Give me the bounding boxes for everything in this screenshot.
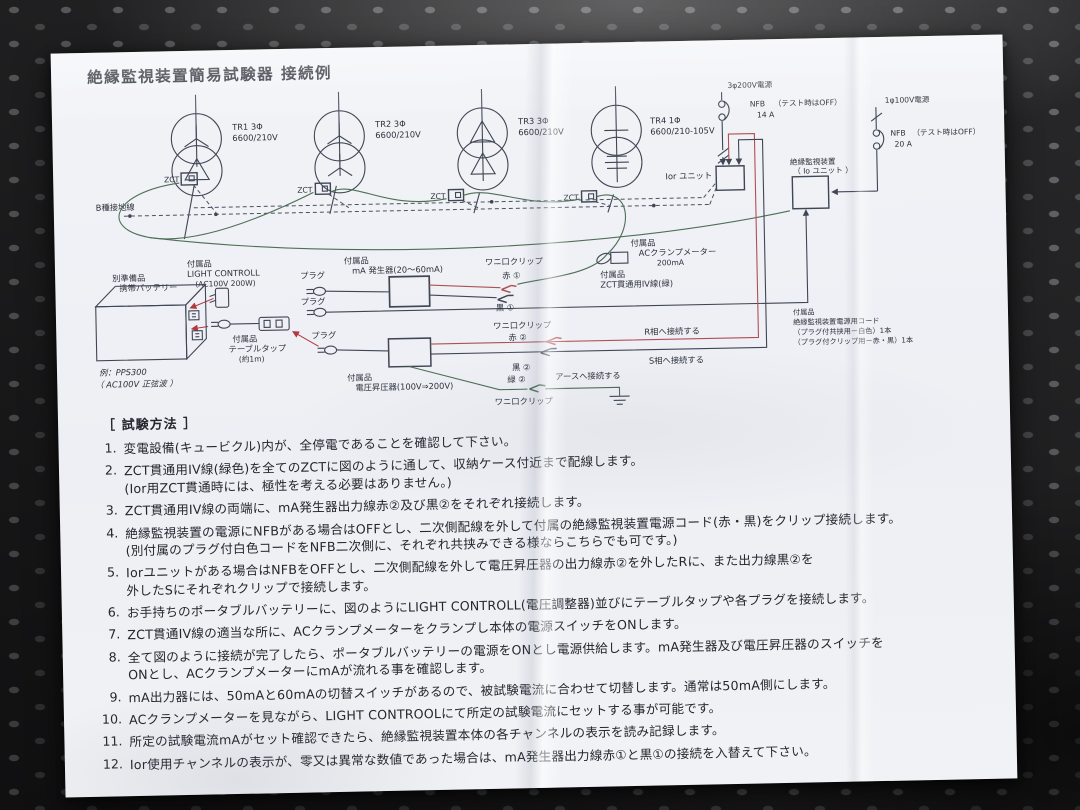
earth-note: アースへ接続する — [555, 370, 621, 381]
plug1-label: プラグ — [300, 270, 325, 280]
plug3-label: プラグ — [311, 330, 336, 340]
light-control: 付属品 LIGHT CONTROLL (AC100V 200W) — [187, 258, 260, 309]
booster-name: 電圧昇圧器(100V⇒200V) — [355, 381, 453, 393]
voltage-booster: プラグ 付属品 電圧昇圧器(100V⇒200V) — [311, 330, 453, 393]
tap-spec: (約1m) — [239, 353, 265, 364]
clips2-red: 赤 ② — [508, 332, 527, 342]
clamp-meter-icon — [596, 252, 612, 265]
clips1-red: 赤 ① — [502, 270, 521, 280]
ior-unit: Ior ユニット — [665, 165, 746, 192]
clip-red-1 — [501, 284, 517, 294]
plug2-icon — [306, 307, 327, 317]
transformer-tr3: TR3 3Φ 6600/210V — [456, 107, 564, 191]
transformer-tr1: TR1 3Φ 6600/210V — [170, 113, 278, 197]
power-cord-line3: （プラグ付クリップ用－赤・黒）1本 — [793, 335, 913, 346]
plug2-label: プラグ — [301, 296, 326, 306]
tr4-rating: 6600/210-105V — [650, 125, 715, 136]
tap-name: テーブルタップ — [228, 343, 286, 354]
ma-generator: 付属品 mA 発生器(20～60mA) プラグ ワニ口クリップ 赤 ① 黒 ① — [300, 255, 544, 312]
power-cord-note: 付属品 絶縁監視装置電源用コード （プラグ付共挟用－白色）1本 （プラグ付クリッ… — [793, 307, 913, 346]
plug3-icon — [317, 345, 389, 355]
supply-1phase: 1φ100V電源 NFB （テスト時はOFF） 20 A — [831, 95, 980, 196]
table-tap-icon — [258, 316, 290, 332]
tap-plug-icon — [211, 319, 260, 329]
battery-example: 例：PPS300 — [99, 367, 147, 378]
tr3-rating: 6600/210V — [518, 126, 564, 137]
ma-gen-tag: 付属品 — [344, 255, 369, 265]
nfb1-note: （テスト時はOFF） — [774, 98, 842, 108]
clips1-label: ワニ口クリップ — [485, 256, 544, 267]
plug2: プラグ — [301, 296, 327, 317]
iv-wire-tag: 付属品 — [600, 269, 625, 279]
supply-3phase: 3φ200V電源 NFB （テスト時はOFF） 14 A — [717, 80, 842, 166]
connect-r-note: R相へ接続する — [644, 326, 700, 337]
clamp-tag: 付属品 — [630, 238, 655, 248]
zct-sensors: ZCT ZCT ZCT ZCT — [164, 171, 598, 203]
battery-tag: 別準備品 — [112, 273, 145, 284]
tr1-label: TR1 3Φ — [231, 121, 263, 132]
tr2-rating: 6600/210V — [375, 129, 421, 140]
white-power-cord — [325, 209, 810, 313]
battery-spec: （ AC100V 正弦波 ） — [95, 378, 178, 390]
clips2-black: 黒 ② — [512, 362, 531, 372]
io-unit-label2: （ Io ユニット ） — [793, 166, 853, 176]
tap-tag: 付属品 — [232, 334, 257, 344]
clamp-name: ACクランプメーター — [639, 246, 717, 258]
test-procedure: ［ 試験方法 ］ 1.変電設備(キュービクル)内が、全停電であることを確認して下… — [88, 397, 1003, 779]
plug1-icon — [306, 286, 390, 296]
booster-icon — [387, 337, 432, 368]
transformer-tr2: TR2 3Φ 6600/210V — [313, 110, 421, 194]
clips2-green: 緑 ② — [507, 374, 526, 384]
light-control-icon — [214, 287, 230, 308]
clips1-black: 黒 ① — [496, 302, 515, 312]
ground-bus-label: B種接地線 — [96, 202, 135, 213]
tr3-label: TR3 3Φ — [517, 116, 549, 127]
ior-unit-label: Ior ユニット — [665, 170, 712, 181]
power-cord-tag: 付属品 — [793, 307, 815, 316]
power-cord-line1: 絶縁監視装置電源用コード — [793, 316, 879, 327]
nfb2-label: NFB — [890, 128, 905, 137]
battery-name: 携帯バッテリー — [119, 282, 177, 293]
nfb2-note: （テスト時はOFF） — [912, 127, 980, 137]
feeder-lines — [183, 86, 618, 240]
io-unit: 絶縁監視装置 （ Io ユニット ） — [790, 156, 853, 210]
iv-wire-name: ZCT貫通用IV線(緑) — [600, 278, 673, 289]
light-control-tag: 付属品 — [187, 258, 212, 268]
clamp-meter: 付属品 ACクランプメーター 200mA 付属品 ZCT貫通用IV線(緑) — [596, 238, 717, 290]
clips2-label: ワニ口クリップ — [493, 320, 552, 331]
ground-bus: B種接地線 — [96, 181, 717, 218]
tr4-label: TR4 1Φ — [649, 115, 681, 126]
booster-tag: 付属品 — [347, 372, 372, 382]
supply-3p-label: 3φ200V電源 — [727, 80, 772, 90]
nfb2-rating: 20 A — [895, 139, 913, 148]
instruction-sheet: 絶縁監視装置簡易試験器 接続例 — [50, 34, 1018, 798]
portable-battery: 別準備品 携帯バッテリー 例：PPS300 （ AC100V 正弦波 ） — [94, 273, 207, 390]
table-tap: 付属品 テーブルタップ (約1m) — [190, 316, 319, 364]
tr2-label: TR2 3Φ — [374, 119, 406, 130]
supply-1p-label: 1φ100V電源 — [885, 95, 930, 105]
light-control-name: LIGHT CONTROLL — [187, 267, 260, 278]
clamp-spec: 200mA — [657, 258, 685, 268]
connect-s-note: S相へ接続する — [649, 355, 704, 366]
tr1-rating: 6600/210V — [232, 132, 278, 143]
light-control-spec: (AC100V 200W) — [195, 279, 256, 289]
nfb1-rating: 14 A — [757, 110, 775, 119]
ma-gen-name: mA 発生器(20～60mA) — [352, 264, 443, 276]
wiring-diagram: TR1 3Φ 6600/210V TR2 3Φ 6600/210V TR3 3Φ… — [94, 80, 980, 407]
clip-green — [529, 384, 546, 393]
nfb1-label: NFB — [750, 99, 765, 108]
